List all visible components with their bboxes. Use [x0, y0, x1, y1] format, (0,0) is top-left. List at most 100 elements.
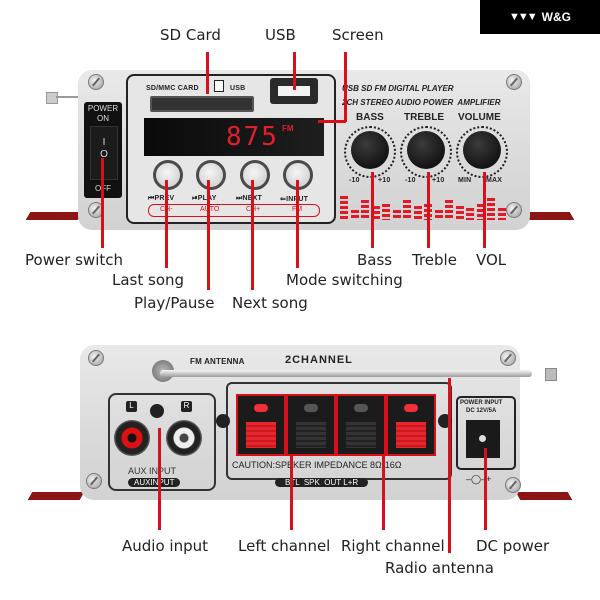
power-label: POWER [87, 104, 119, 113]
on-symbol: I [102, 137, 106, 148]
eq-bar [497, 208, 506, 220]
aux-input-badge: AUXINPUT [128, 478, 181, 487]
dc-jack[interactable] [466, 420, 500, 458]
next-label: ⏭NEXT [236, 195, 262, 202]
callout-audio-input: Audio input [122, 537, 208, 555]
volume-label: VOLUME [458, 112, 501, 123]
antenna-tip [545, 368, 557, 381]
eq-bar [340, 196, 348, 220]
rca-right-jack[interactable] [166, 420, 202, 456]
telescopic-antenna[interactable] [160, 370, 532, 377]
terminal-hole [404, 404, 418, 412]
callout-left-channel: Left channel [238, 537, 331, 555]
eq-bar [476, 204, 485, 220]
leader-line [344, 52, 347, 122]
sd-slot-label: SD/MMC CARD [146, 85, 199, 92]
terminal-lever [296, 422, 326, 448]
terminal-hole [254, 404, 268, 412]
dc-jack-pin [479, 435, 486, 442]
callout-next-song: Next song [232, 294, 308, 312]
terminal-left-negative[interactable] [286, 394, 336, 456]
leader-line [483, 172, 486, 248]
usb-slot-label: USB [230, 85, 246, 92]
bass-label: BASS [356, 112, 384, 123]
terminal-right-positive[interactable] [386, 394, 436, 456]
btl-badge: BTL SPK OUT L+R [275, 478, 369, 487]
eq-bar [487, 198, 495, 220]
channel-label: 2CHANNEL [285, 354, 353, 366]
brand-logo: ▼▼▼ W&G [480, 0, 600, 34]
mount-foot-right [515, 492, 573, 500]
prev-button[interactable] [153, 160, 183, 190]
callout-usb: USB [265, 26, 296, 44]
treble-knob[interactable] [407, 131, 445, 169]
eq-bar [392, 210, 401, 220]
callout-mode-switching: Mode switching [286, 271, 403, 289]
terminal-lever [346, 422, 376, 448]
antenna-stub [46, 92, 58, 104]
display-frequency: 875 [226, 122, 279, 152]
speaker-terminals [236, 394, 436, 456]
usb-port-inner [278, 86, 310, 96]
mount-foot-left [25, 212, 83, 220]
bass-knob[interactable] [351, 131, 389, 169]
treble-min: -10 [405, 177, 416, 184]
callout-bass: Bass [357, 251, 393, 269]
volume-max: MAX [486, 177, 503, 184]
rocker[interactable]: I O [90, 126, 118, 180]
terminal-right-negative[interactable] [336, 394, 386, 456]
play-button[interactable] [196, 160, 226, 190]
leader-line [158, 428, 161, 530]
power-input-label: POWER INPUT [460, 400, 503, 406]
aux-input-label: AUX INPUT [128, 466, 177, 476]
rca-left-jack[interactable] [114, 420, 150, 456]
fm-antenna-label: FM ANTENNA [190, 357, 245, 366]
leader-line [290, 455, 293, 530]
leader-line [293, 52, 296, 90]
screw-icon [506, 202, 522, 218]
callout-radio-antenna: Radio antenna [385, 559, 494, 577]
leader-line [251, 180, 254, 290]
leader-line [296, 180, 299, 268]
treble-label: TREBLE [404, 112, 444, 123]
bass-min: -10 [349, 177, 360, 184]
volume-scale [456, 126, 508, 178]
screw-icon [500, 350, 516, 366]
screw-icon [150, 404, 164, 418]
leader-line [371, 172, 374, 248]
eq-bar [350, 210, 359, 220]
brand-name: W&G [541, 10, 571, 24]
lcd-screen: 875 FM [144, 118, 324, 156]
terminal-hole [354, 404, 368, 412]
input-label: ⇐INPUT [280, 196, 309, 203]
leader-line [101, 158, 104, 248]
callout-right-channel: Right channel [341, 537, 445, 555]
aux-box [108, 393, 216, 491]
power-switch[interactable]: POWER ON I O OFF [84, 102, 122, 198]
sd-card-slot[interactable] [150, 96, 254, 112]
play-label: ⏯PLAY [192, 195, 217, 202]
leader-line [165, 180, 168, 268]
eq-bar [361, 200, 369, 220]
screw-icon [88, 74, 104, 90]
aux-l-badge: L [126, 401, 137, 412]
terminal-left-positive[interactable] [236, 394, 286, 456]
off-symbol: O [100, 149, 108, 160]
callout-vol: VOL [476, 251, 507, 269]
terminal-lever [396, 422, 426, 448]
sd-card-icon [214, 80, 224, 92]
screw-icon [86, 473, 102, 489]
secondary-function-band [148, 204, 320, 217]
headline-player: USB SD FM DIGITAL PLAYER [342, 84, 454, 93]
power-on-label: ON [97, 114, 109, 123]
callout-power-switch: Power switch [25, 251, 124, 269]
callout-dc-power: DC power [476, 537, 550, 555]
volume-knob[interactable] [463, 131, 501, 169]
caution-label: CAUTION:SPEKER IMPEDANCE 8Ω-16Ω [232, 460, 402, 470]
next-button[interactable] [240, 160, 270, 190]
brand-mark-icon: ▼▼▼ [509, 11, 538, 23]
leader-line [448, 378, 451, 553]
display-unit: FM [282, 124, 294, 133]
callout-play-pause: Play/Pause [134, 294, 215, 312]
eq-bar [403, 200, 411, 220]
